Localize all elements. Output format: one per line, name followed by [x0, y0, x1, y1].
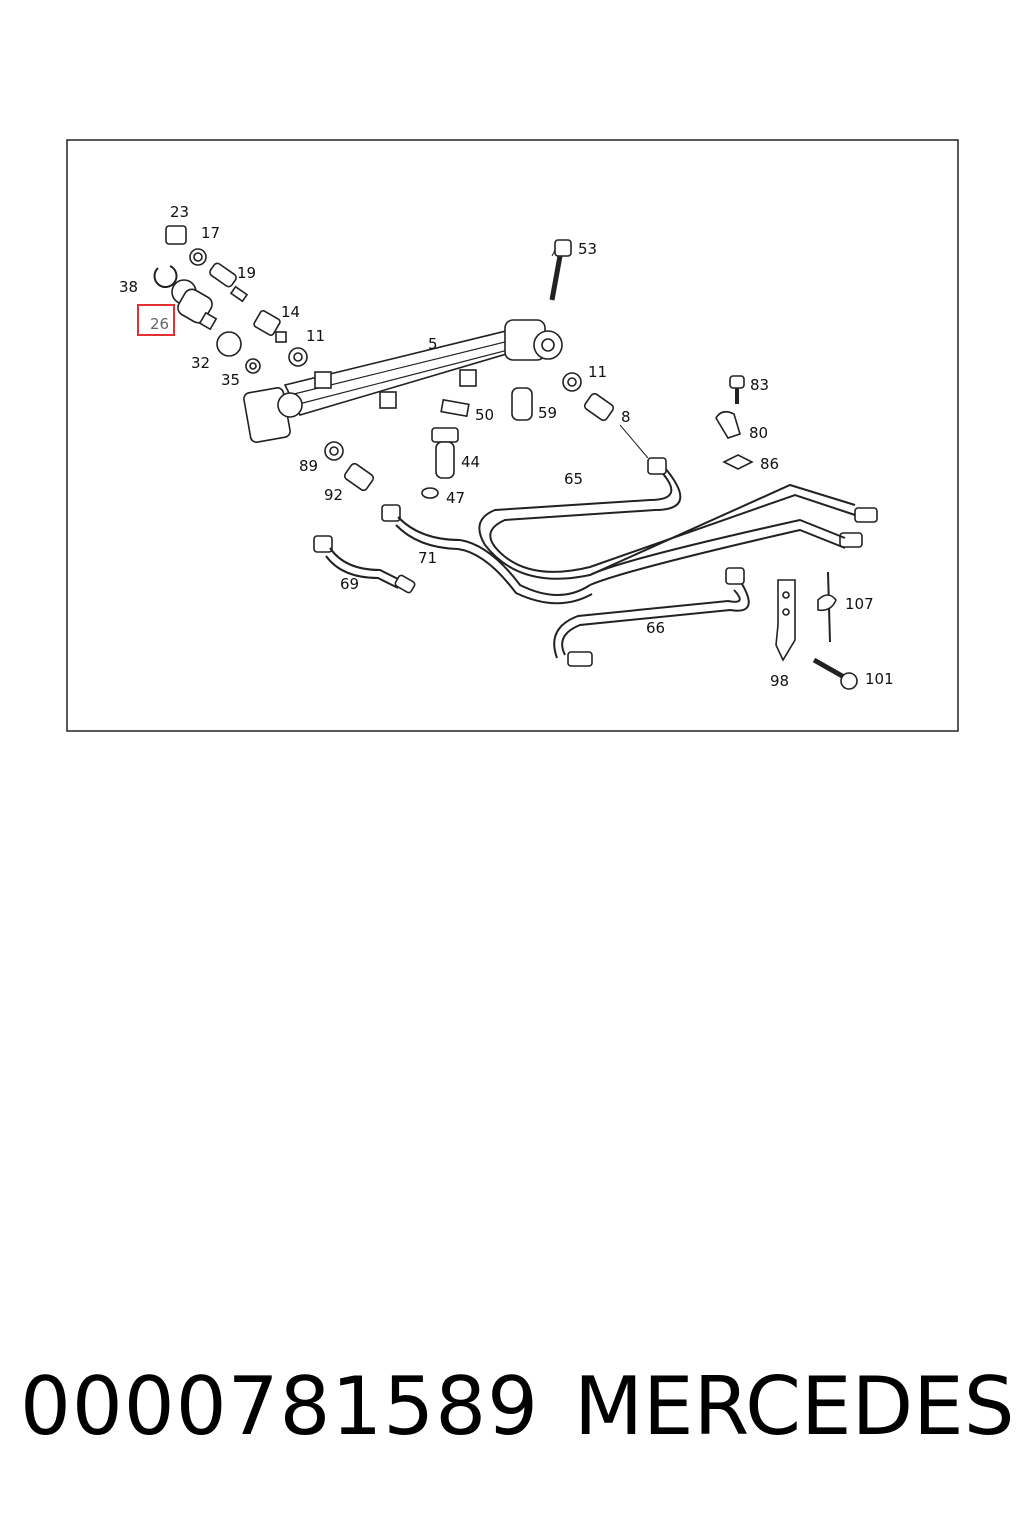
diagram-frame [66, 139, 959, 732]
callout-5: 5 [428, 335, 438, 353]
part-107 [817, 571, 837, 643]
callout-86: 86 [760, 455, 779, 473]
callout-11a: 11 [306, 327, 325, 345]
callout-50: 50 [475, 406, 494, 424]
footer: 0000781589 MERCEDES [0, 1360, 1024, 1470]
part-59 [511, 387, 533, 421]
part-101 [812, 657, 858, 690]
callout-26: 26 [150, 315, 169, 333]
part-number: 0000781589 [20, 1360, 539, 1453]
callout-66: 66 [646, 619, 665, 637]
part-26 [171, 279, 218, 331]
part-23 [165, 225, 187, 245]
callout-92: 92 [324, 486, 343, 504]
part-50 [440, 398, 470, 418]
callout-19: 19 [237, 264, 256, 282]
part-47 [421, 487, 439, 499]
callout-107: 107 [845, 595, 874, 613]
part-38 [153, 265, 178, 289]
parts-diagram: 23 17 19 38 26 14 11 32 35 5 53 11 8 50 … [66, 139, 959, 732]
callout-47: 47 [446, 489, 465, 507]
highlight-box [137, 304, 175, 336]
callout-8: 8 [621, 408, 631, 426]
part-80 [715, 410, 741, 439]
pipe-66 [553, 567, 750, 667]
part-14 [253, 310, 287, 343]
part-19 [209, 262, 249, 303]
callout-38: 38 [119, 278, 138, 296]
callout-11b: 11 [588, 363, 607, 381]
callout-80: 80 [749, 424, 768, 442]
part-35 [245, 358, 261, 374]
part-92 [343, 462, 375, 492]
leader-lines [551, 249, 649, 459]
callout-98: 98 [770, 672, 789, 690]
callout-44: 44 [461, 453, 480, 471]
callout-71: 71 [418, 549, 437, 567]
callout-53: 53 [578, 240, 597, 258]
part-17 [189, 248, 207, 266]
callout-35: 35 [221, 371, 240, 389]
part-11b [562, 372, 582, 392]
callout-59: 59 [538, 404, 557, 422]
callout-69: 69 [340, 575, 359, 593]
part-98 [775, 579, 796, 662]
pipe-71 [381, 504, 593, 605]
callout-83: 83 [750, 376, 769, 394]
part-44 [431, 427, 459, 479]
part-32 [216, 331, 242, 357]
callout-32: 32 [191, 354, 210, 372]
callout-14: 14 [281, 303, 300, 321]
callout-101: 101 [865, 670, 894, 688]
brand-name: MERCEDES [574, 1360, 1015, 1453]
fuel-rail [243, 319, 563, 443]
part-89 [324, 441, 344, 461]
callouts: 23 17 19 38 26 14 11 32 35 5 53 11 8 50 … [119, 203, 894, 690]
part-11a [288, 347, 308, 367]
part-86 [722, 454, 754, 470]
pipe-65 [478, 457, 878, 586]
callout-65: 65 [564, 470, 583, 488]
callout-23: 23 [170, 203, 189, 221]
part-8 [583, 392, 615, 422]
callout-17: 17 [201, 224, 220, 242]
part-83 [729, 375, 745, 404]
part-53 [549, 239, 572, 301]
pipe-69 [313, 535, 416, 594]
callout-89: 89 [299, 457, 318, 475]
